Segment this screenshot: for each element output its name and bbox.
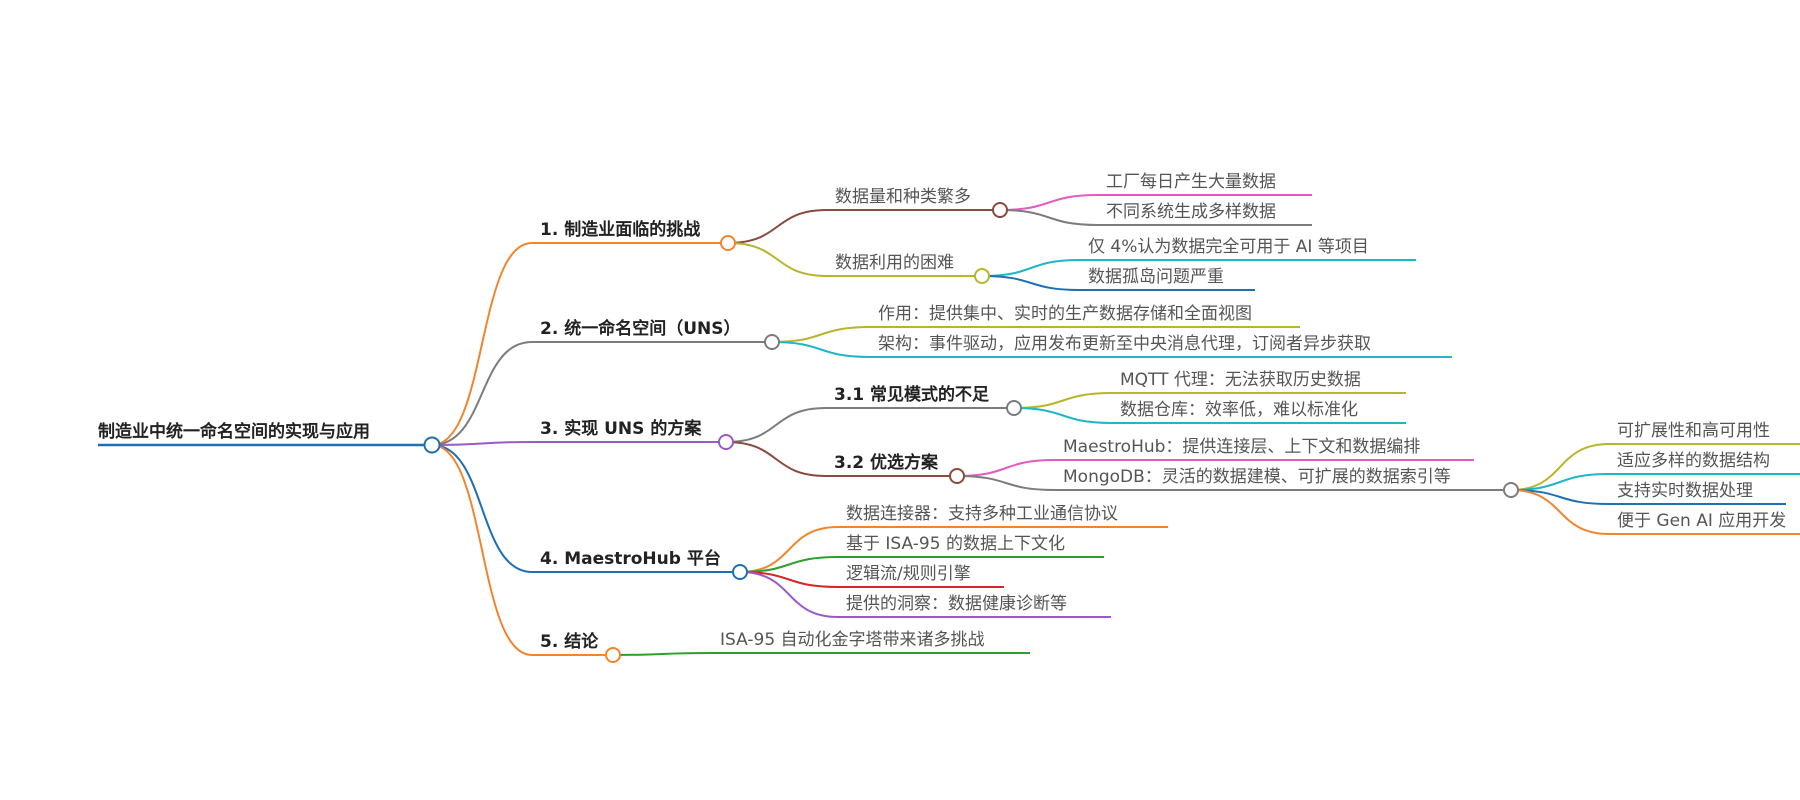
leaf-ai-ready: 仅 4%认为数据完全可用于 AI 等项目 (1088, 237, 1369, 257)
branch-2-uns-connector (431, 341, 533, 446)
leaf-rules-engine: 逻辑流/规则引擎 (846, 564, 971, 584)
node-mongodb[interactable]: MongoDB：灵活的数据建模、可扩展的数据索引等 (1063, 467, 1451, 487)
leaf-connectors: 数据连接器：支持多种工业通信协议 (846, 504, 1118, 524)
challenge-data-usage-toggle-icon[interactable] (974, 268, 990, 284)
branch-2-uns[interactable]: 2. 统一命名空间（UNS） (540, 319, 741, 339)
leaf-maestrohub: MaestroHub：提供连接层、上下文和数据编排 (1063, 437, 1421, 457)
leaf-data-warehouse-connector (1013, 407, 1113, 424)
leaf-isa95-context-connector (739, 556, 839, 573)
branch-5-conclusion-toggle-icon[interactable] (605, 647, 621, 663)
root-node-toggle-icon[interactable] (423, 436, 441, 454)
branch-3-implementation[interactable]: 3. 实现 UNS 的方案 (540, 419, 702, 439)
leaf-isa95-pyramid-connector (612, 652, 713, 656)
leaf-data-warehouse: 数据仓库：效率低，难以标准化 (1120, 400, 1358, 420)
challenge-data-volume-connector (727, 209, 828, 244)
leaf-uns-architecture: 架构：事件驱动，应用发布更新至中央消息代理，订阅者异步获取 (878, 334, 1371, 354)
leaf-connectors-connector (739, 526, 839, 573)
branch-4-maestrohub[interactable]: 4. MaestroHub 平台 (540, 549, 721, 569)
leaf-genai: 便于 Gen AI 应用开发 (1617, 511, 1787, 531)
leaf-insights: 提供的洞察：数据健康诊断等 (846, 594, 1067, 614)
node-mongodb-connector (956, 475, 1056, 491)
branch-4-maestrohub-connector (431, 444, 533, 573)
leaf-mqtt-connector (1013, 392, 1113, 409)
leaf-isa95-pyramid: ISA-95 自动化金字塔带来诸多挑战 (720, 630, 985, 650)
challenge-data-usage[interactable]: 数据利用的困难 (835, 253, 954, 273)
branch-1-challenges-connector (431, 242, 533, 446)
branch-2-uns-toggle-icon[interactable] (764, 334, 780, 350)
leaf-isa95-context: 基于 ISA-95 的数据上下文化 (846, 534, 1065, 554)
branch-3-implementation-toggle-icon[interactable] (718, 434, 734, 450)
leaf-uns-role-connector (771, 326, 871, 343)
branch-1-challenges[interactable]: 1. 制造业面临的挑战 (540, 220, 701, 240)
branch-3-implementation-connector (431, 441, 533, 446)
branch-5-conclusion[interactable]: 5. 结论 (540, 632, 599, 652)
node-mongodb-toggle-icon[interactable] (1503, 482, 1519, 498)
leaf-insights-connector (739, 571, 839, 618)
leaf-data-silos-connector (981, 275, 1081, 291)
leaf-data-silos: 数据孤岛问题严重 (1088, 267, 1224, 287)
sub-common-patterns[interactable]: 3.1 常见模式的不足 (834, 385, 990, 405)
leaf-data-structures-connector (1510, 473, 1610, 491)
leaf-maestrohub-connector (956, 459, 1056, 477)
branch-1-challenges-toggle-icon[interactable] (720, 235, 736, 251)
sub-common-patterns-connector (725, 407, 827, 443)
leaf-scalability: 可扩展性和高可用性 (1617, 421, 1770, 441)
leaf-genai-connector (1510, 489, 1610, 535)
leaf-mqtt: MQTT 代理：无法获取历史数据 (1120, 370, 1361, 390)
leaf-data-structures: 适应多样的数据结构 (1617, 451, 1770, 471)
leaf-realtime: 支持实时数据处理 (1617, 481, 1753, 501)
leaf-diverse-data: 不同系统生成多样数据 (1106, 202, 1276, 222)
branch-4-maestrohub-toggle-icon[interactable] (732, 564, 748, 580)
sub-preferred-solution-toggle-icon[interactable] (949, 468, 965, 484)
leaf-ai-ready-connector (981, 259, 1081, 277)
sub-preferred-solution[interactable]: 3.2 优选方案 (834, 453, 939, 473)
leaf-daily-data-connector (999, 194, 1099, 211)
challenge-data-usage-connector (727, 242, 828, 277)
sub-preferred-solution-connector (725, 441, 827, 477)
challenge-data-volume-toggle-icon[interactable] (992, 202, 1008, 218)
sub-common-patterns-toggle-icon[interactable] (1006, 400, 1022, 416)
leaf-daily-data: 工厂每日产生大量数据 (1106, 172, 1276, 192)
leaf-uns-role: 作用：提供集中、实时的生产数据存储和全面视图 (878, 304, 1252, 324)
branch-5-conclusion-connector (431, 444, 533, 656)
leaf-scalability-connector (1510, 443, 1610, 491)
root-node[interactable]: 制造业中统一命名空间的实现与应用 (98, 422, 370, 442)
leaf-diverse-data-connector (999, 209, 1099, 226)
challenge-data-volume[interactable]: 数据量和种类繁多 (835, 187, 971, 207)
leaf-uns-architecture-connector (771, 341, 871, 358)
